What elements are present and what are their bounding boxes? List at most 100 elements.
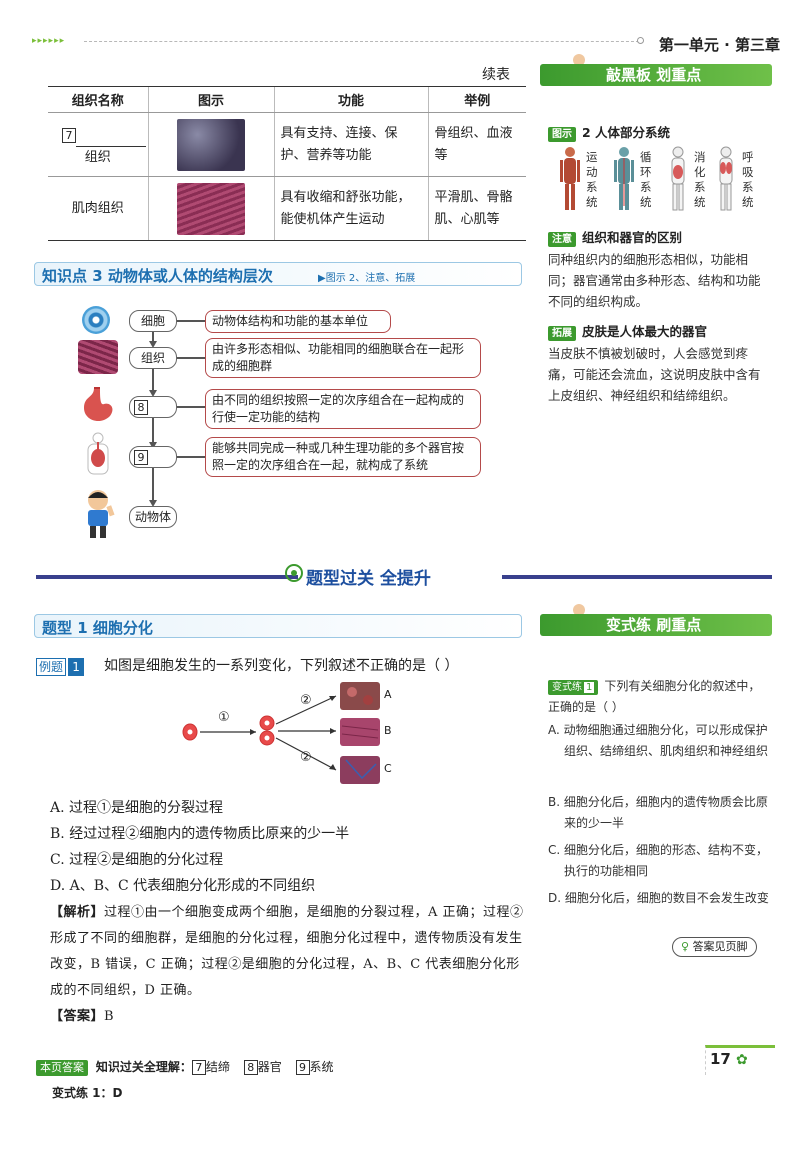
- blank-number: 8: [134, 400, 148, 415]
- process-label: ②: [300, 693, 312, 708]
- cell-icon: [82, 306, 110, 334]
- tissue-label-c: C: [384, 762, 392, 775]
- tissue-name: 组织: [84, 149, 111, 165]
- desc-organ: 由不同的组织按照一定的次序组合在一起构成的行使一定功能的结构: [205, 389, 481, 429]
- section-rule-right: [502, 575, 772, 579]
- system-label: 运动系统: [586, 150, 598, 209]
- tissue-example: 骨组织、血液等: [427, 112, 526, 177]
- flow-arrow: [149, 442, 157, 449]
- tissue-table: 组织名称 图示 功能 举例 7 组织 具有支持、连接、保护、营养等功能 骨组织、…: [48, 86, 526, 241]
- tissue-example: 平滑肌、骨骼肌、心肌等: [427, 176, 526, 241]
- kp3-title: 知识点 3 动物体或人体的结构层次: [42, 267, 273, 285]
- tissue-function: 具有收缩和舒张功能，能使机体产生运动: [273, 176, 428, 241]
- blank-number: 7: [191, 1060, 206, 1075]
- section-rule-left: [36, 575, 298, 579]
- col-header: 功能: [273, 86, 428, 113]
- analysis: 【解析】过程①由一个细胞变成两个细胞，是细胞的分裂过程，A 正确；过程②形成了不…: [50, 900, 524, 1004]
- answer-footer-pill: ♀ 答案见页脚: [672, 937, 757, 957]
- tissue-name: 肌肉组织: [48, 176, 148, 241]
- header-title: 第一单元 · 第三章: [658, 36, 780, 54]
- flow-arrow: [149, 390, 157, 397]
- connector: [177, 357, 205, 359]
- analysis-label: 【解析】: [50, 905, 105, 920]
- page-answers-label: 知识过关全理解：: [95, 1060, 192, 1074]
- flow-line: [152, 418, 154, 444]
- tissue-name-cell: 7 组织: [48, 112, 148, 177]
- example-tag: 例题: [36, 658, 67, 676]
- analysis-text: 过程①由一个细胞变成两个细胞，是细胞的分裂过程，A 正确；过程②形成了不同的细胞…: [50, 905, 524, 998]
- note-text: 同种组织内的细胞形态相似，功能相同；器官通常由多种形态、结构和功能不同的组织构成…: [548, 252, 761, 309]
- note-heading: 注意组织和器官的区别: [548, 227, 682, 247]
- table-continued: 续表: [482, 67, 510, 83]
- answer-footer-text: 答案见页脚: [692, 940, 748, 953]
- fill-blank: [76, 129, 146, 147]
- answer-label: 【答案】: [50, 1009, 105, 1024]
- tissue-label-b: B: [384, 724, 392, 737]
- answer-value: B: [104, 1009, 115, 1024]
- key-icon: ♀: [681, 940, 690, 953]
- option: D. A、B、C 代表细胞分化形成的不同组织: [50, 878, 316, 894]
- table-header-row: 组织名称 图示 功能 举例: [48, 86, 526, 113]
- option: C. 过程②是细胞的分化过程: [50, 852, 224, 868]
- practice-option: A. 动物细胞通过细胞分化，可以形成保护组织、结缔组织、肌肉组织和神经组织: [548, 723, 769, 758]
- extension-title: 皮肤是人体最大的器官: [582, 324, 708, 339]
- figure-caption: 2 人体部分系统: [582, 125, 671, 140]
- tissue-image-cell: [147, 176, 274, 241]
- kp3-band: [34, 262, 522, 286]
- page-number: 17: [710, 1050, 731, 1068]
- flow-line: [152, 468, 154, 502]
- kp3-subtitle: ▶图示 2、注意、拓展: [318, 273, 416, 284]
- connector: [177, 456, 205, 458]
- tissue-label-a: A: [384, 688, 392, 701]
- practice-option: C. 细胞分化后，细胞的形态、结构不变，执行的功能相同: [548, 843, 769, 878]
- example-question: 如图是细胞发生的一系列变化，下列叙述不正确的是（ ）: [104, 658, 459, 674]
- practice-option: B. 细胞分化后，细胞内的遗传物质会比原来的少一半: [548, 795, 768, 830]
- practice-option: D. 细胞分化后，细胞的数目不会发生改变: [548, 891, 769, 905]
- note-tag: 注意: [548, 232, 576, 247]
- page-number-frame: [705, 1045, 775, 1075]
- extension-tag: 拓展: [548, 326, 576, 341]
- boy-icon: [80, 488, 116, 540]
- example-num: 1: [68, 658, 85, 676]
- node-animal: 动物体: [129, 506, 177, 528]
- figure-tag: 图示: [548, 127, 576, 142]
- type1-band: [34, 614, 522, 638]
- tissue-function: 具有支持、连接、保护、营养等功能: [273, 112, 428, 177]
- table-row: 肌肉组织 具有收缩和舒张功能，能使机体产生运动 平滑肌、骨骼肌、心肌等: [48, 176, 526, 241]
- blank-number: 8: [243, 1060, 258, 1075]
- type1-title: 题型 1 细胞分化: [42, 619, 153, 637]
- section-title: 题型过关 全提升: [306, 569, 431, 589]
- system-label: 呼吸系统: [742, 150, 754, 209]
- blank-number: 7: [62, 127, 76, 143]
- blank-number: 9: [134, 450, 148, 465]
- practice-question-text: 下列有关细胞分化的叙述中，正确的是（ ）: [548, 679, 761, 714]
- note-title: 组织和器官的区别: [582, 230, 683, 245]
- figure-title: 图示 2 人体部分系统: [548, 122, 670, 142]
- node-system-blank: 9: [129, 446, 177, 468]
- practice-answer: 变式练 1：D: [52, 1086, 123, 1100]
- connective-tissue-image: [177, 118, 245, 171]
- answer-text: 结缔: [205, 1060, 230, 1074]
- extension-text: 当皮肤不慎被划破时，人会感觉到疼痛，可能还会流血，这说明皮肤中含有上皮组织、神经…: [548, 346, 761, 403]
- digestive-system-icon: [80, 432, 116, 480]
- desc-cell: 动物体结构和功能的基本单位: [205, 310, 391, 333]
- connector: [177, 320, 205, 322]
- col-header: 举例: [427, 86, 526, 113]
- stomach-icon: [80, 386, 116, 426]
- answer: 【答案】B: [50, 1004, 114, 1030]
- blank-number: 9: [295, 1060, 310, 1075]
- tissue-image-cell: [147, 112, 274, 177]
- option: A. 过程①是细胞的分裂过程: [50, 800, 224, 816]
- node-tissue: 组织: [129, 347, 177, 369]
- cell-diagram-svg: [182, 682, 380, 784]
- answer-text: 器官: [257, 1060, 282, 1074]
- flow-line: [152, 330, 154, 344]
- system-label: 消化系统: [694, 150, 706, 209]
- col-header: 图示: [147, 86, 274, 113]
- section-swirl-icon: [284, 563, 304, 583]
- cell-differentiation-figure: ① ② ② A B C: [176, 678, 416, 788]
- flow-arrow: [149, 341, 157, 348]
